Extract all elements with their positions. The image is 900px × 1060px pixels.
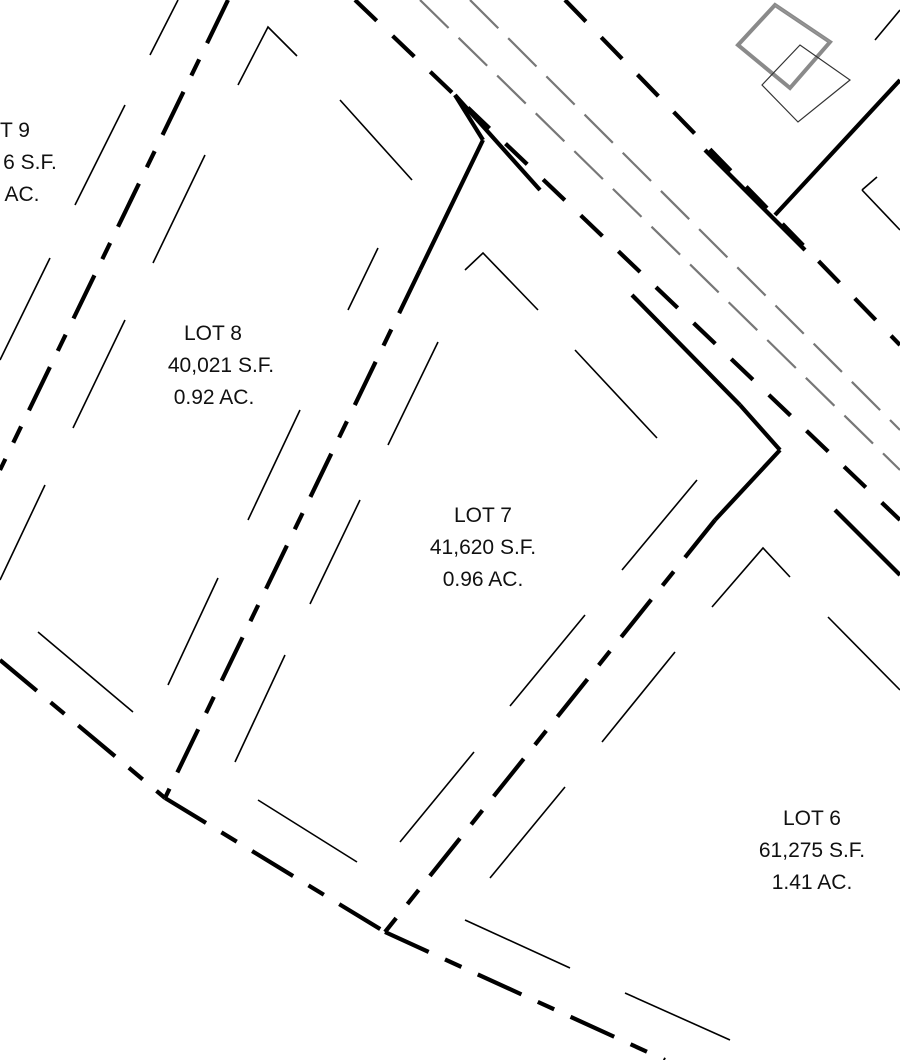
setback-lot6-front bbox=[827, 616, 900, 691]
road-edge-segment-1 bbox=[453, 93, 542, 192]
setback-lot9-d bbox=[0, 484, 46, 581]
setback-lot8-front bbox=[339, 99, 413, 181]
existing-structure bbox=[735, 2, 851, 123]
setback-lot8-left-2 bbox=[72, 319, 126, 429]
setback-lot9-a bbox=[149, 0, 179, 56]
setback-lot7-left-3 bbox=[234, 654, 286, 763]
row-line-north bbox=[563, 0, 900, 347]
lot-boundaries bbox=[0, 0, 782, 1060]
structure-outline-inner bbox=[761, 44, 851, 123]
setback-lot5-top bbox=[874, 9, 900, 41]
setback-lot8-left-1 bbox=[152, 154, 206, 264]
lot7-area-sf: 41,620 S.F. bbox=[430, 536, 536, 559]
setback-lot6-corner bbox=[711, 546, 791, 608]
setback-lot7-right-1 bbox=[621, 479, 698, 571]
setback-lot8-right-1 bbox=[347, 247, 379, 311]
lot8-area-sf: 40,021 S.F. bbox=[168, 354, 274, 377]
setback-lot8-rear bbox=[37, 631, 134, 713]
setback-lot6-rear-2 bbox=[624, 992, 731, 1041]
setback-lot5-corner-b bbox=[861, 189, 900, 231]
setback-lot8-right-2 bbox=[247, 409, 301, 521]
setback-lot6-rear-1 bbox=[464, 919, 571, 969]
lot-line-8-9 bbox=[0, 0, 230, 471]
setback-lot9-b bbox=[74, 104, 126, 206]
lot9-area-ac: AC. bbox=[4, 183, 39, 206]
rear-line-lot-6 bbox=[384, 930, 666, 1060]
setback-lot5-corner-a bbox=[861, 176, 878, 191]
structure-outline bbox=[735, 2, 833, 91]
setback-lot8-corner bbox=[237, 25, 298, 86]
lot-7-front-corner bbox=[738, 403, 782, 452]
lot-line-6-7-north bbox=[713, 448, 782, 522]
setback-lot7-right-3 bbox=[399, 751, 475, 843]
lot9-name: T 9 bbox=[0, 119, 30, 142]
setback-lot6-left-2 bbox=[489, 786, 566, 879]
setback-lot7-front bbox=[574, 349, 658, 439]
easement-line-2 bbox=[469, 0, 900, 431]
setback-lot7-left-2 bbox=[309, 499, 361, 605]
lot6-name: LOT 6 bbox=[783, 807, 841, 830]
lot7-name: LOT 7 bbox=[454, 504, 512, 527]
lot-label-lot8: LOT 8 40,021 S.F. 0.92 AC. bbox=[168, 322, 274, 409]
lot-line-northeast bbox=[773, 78, 900, 217]
easement-line-1 bbox=[419, 0, 900, 471]
row-line-south bbox=[353, 0, 900, 522]
road-edge-segment-3 bbox=[703, 148, 807, 252]
lot-line-6-7 bbox=[383, 518, 717, 934]
lot-label-lot7: LOT 7 41,620 S.F. 0.96 AC. bbox=[430, 504, 536, 591]
lot9-area-sf: 6 S.F. bbox=[3, 151, 57, 174]
lot8-name: LOT 8 bbox=[184, 322, 242, 345]
road-corridor bbox=[353, 0, 900, 577]
road-edge-segment-2 bbox=[630, 293, 742, 407]
lot-label-lot6: LOT 6 61,275 S.F. 1.41 AC. bbox=[759, 807, 865, 894]
setback-lot7-left-1 bbox=[387, 341, 439, 446]
lot-label-lot9: T 9 6 S.F. AC. bbox=[0, 119, 57, 206]
setback-lot6-left-1 bbox=[601, 651, 676, 743]
setback-lot9-c bbox=[0, 257, 51, 361]
structure-hatch bbox=[774, 4, 831, 43]
setback-lot7-corner bbox=[464, 251, 539, 311]
setback-lot7-right-2 bbox=[509, 614, 586, 707]
rear-line-lot-8 bbox=[0, 658, 167, 800]
lot7-area-ac: 0.96 AC. bbox=[443, 568, 524, 591]
lot-line-7-8 bbox=[163, 269, 422, 799]
rear-line-lot-7 bbox=[163, 796, 387, 934]
lot-line-7-8-north bbox=[418, 139, 485, 271]
setback-lot7-rear bbox=[257, 799, 358, 863]
road-edge-segment-4 bbox=[833, 508, 900, 577]
setback-lot8-right-3 bbox=[167, 577, 219, 686]
lot-line-corner bbox=[453, 93, 485, 142]
lot6-area-sf: 61,275 S.F. bbox=[759, 839, 865, 862]
lot6-area-ac: 1.41 AC. bbox=[772, 871, 853, 894]
lot8-area-ac: 0.92 AC. bbox=[174, 386, 255, 409]
